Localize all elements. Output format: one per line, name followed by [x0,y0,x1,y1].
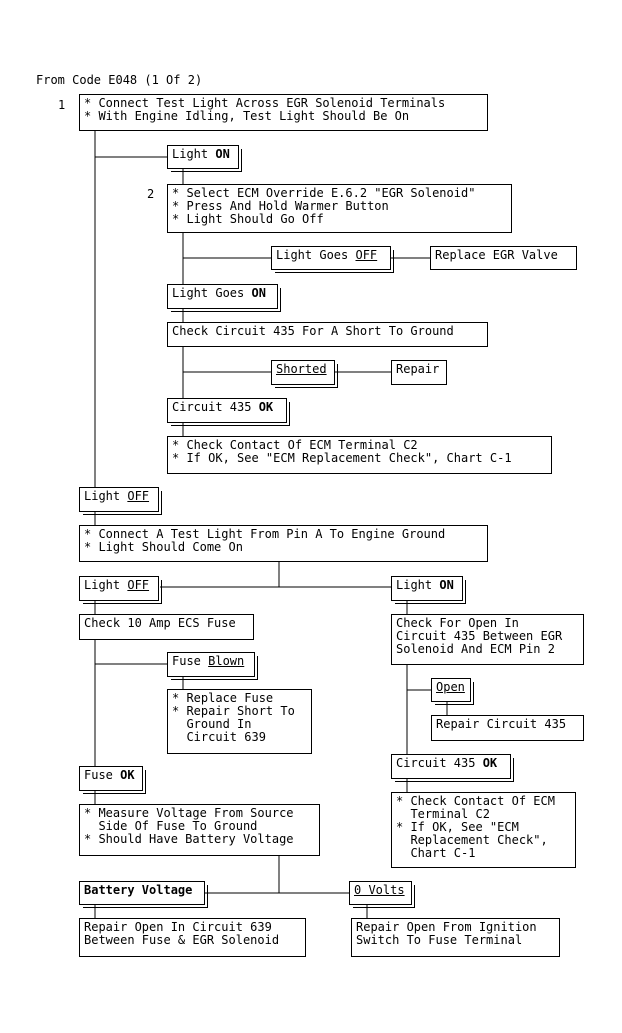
light-on-b-bold: ON [439,578,454,592]
replace-fuse-line-2: * Repair Short To [172,704,295,718]
light-off-b-underlined: OFF [127,578,150,592]
battery-voltage-label: Battery Voltage [84,883,193,897]
repair-circuit-435-box: Repair Circuit 435 [431,715,584,741]
step-number-2: 2 [147,187,155,201]
light-on-a-label: Light [172,147,216,161]
fuse-ok-box: Fuse OK [79,766,146,794]
replace-fuse-line-3: Ground In [172,717,252,731]
goes-off-underlined: OFF [355,248,378,262]
ecm-a-line-1: * Check Contact Of ECM Terminal C2 [172,438,418,452]
light-off-box-b: Light OFF [79,576,162,604]
repair-639-line-1: Repair Open In Circuit 639 [84,920,272,934]
replace-fuse-line-1: * Replace Fuse [172,691,274,705]
fuse-blown-underlined: Blown [208,654,245,668]
step3-line-1: * Connect A Test Light From Pin A To Eng… [84,527,446,541]
light-on-box-a: Light ON [167,145,242,172]
ecm-a-line-2: * If OK, See "ECM Replacement Check", Ch… [172,451,512,465]
check-open-line-3: Solenoid And ECM Pin 2 [396,642,555,656]
step2-box: * Select ECM Override E.6.2 "EGR Solenoi… [167,184,512,233]
goes-off-label: Light Goes [276,248,356,262]
step1-line-2: * With Engine Idling, Test Light Should … [84,109,410,123]
check-open-line-2: Circuit 435 Between EGR [396,629,563,643]
light-goes-on-box: Light Goes ON [167,284,281,312]
circuit-435-ok-box-b: Circuit 435 OK [391,754,514,782]
fuse-ok-bold: OK [120,768,135,782]
c435ok-a-label: Circuit 435 [172,400,259,414]
step3-line-2: * Light Should Come On [84,540,243,554]
battery-voltage-box: Battery Voltage [79,881,208,908]
open-label: Open [436,680,465,694]
c435ok-b-label: Circuit 435 [396,756,483,770]
light-off-box-a: Light OFF [79,487,162,515]
step1-line-1: * Connect Test Light Across EGR Solenoid… [84,96,446,110]
fuse-blown-box: Fuse Blown [167,652,258,680]
repair-ign-line-2: Switch To Fuse Terminal [356,933,523,947]
step2-line-2: * Press And Hold Warmer Button [172,199,389,213]
measure-line-1: * Measure Voltage From Source [84,806,294,820]
light-on-b-label: Light [396,578,440,592]
goes-on-bold: ON [251,286,266,300]
check-fuse-box: Check 10 Amp ECS Fuse [79,614,254,640]
light-on-a-bold: ON [215,147,230,161]
repair-639-line-2: Between Fuse & EGR Solenoid [84,933,280,947]
light-off-b-label: Light [84,578,128,592]
step3-box: * Connect A Test Light From Pin A To Eng… [79,525,488,562]
check-open-line-1: Check For Open In [396,616,519,630]
replace-fuse-box: * Replace Fuse* Repair Short To Ground I… [167,689,312,754]
replace-fuse-line-4: Circuit 639 [172,730,266,744]
step2-line-3: * Light Should Go Off [172,212,324,226]
fuse-blown-label: Fuse [172,654,209,668]
goes-on-label: Light Goes [172,286,252,300]
light-goes-off-box: Light Goes OFF [271,246,394,273]
replace-egr-box: Replace EGR Valve [430,246,577,270]
zero-volts-box: 0 Volts [349,881,415,908]
c435ok-a-bold: OK [258,400,274,414]
measure-line-3: * Should Have Battery Voltage [84,832,294,846]
repair-box: Repair [391,360,447,385]
ecm-b-line-4: Replacement Check", [396,833,548,847]
ecm-check-box-b: * Check Contact Of ECM Terminal C2* If O… [391,792,576,868]
measure-voltage-box: * Measure Voltage From Source Side Of Fu… [79,804,320,856]
circuit-435-ok-box-a: Circuit 435 OK [167,398,290,426]
light-off-a-underlined: OFF [127,489,150,503]
open-box: Open [431,678,474,705]
check-circuit-435-box: Check Circuit 435 For A Short To Ground [167,322,488,347]
ecm-b-line-2: Terminal C2 [396,807,490,821]
step1-box: * Connect Test Light Across EGR Solenoid… [79,94,488,131]
ecm-b-line-1: * Check Contact Of ECM [396,794,555,808]
light-on-box-b: Light ON [391,576,466,604]
step2-line-1: * Select ECM Override E.6.2 "EGR Solenoi… [172,186,476,200]
zero-volts-label: 0 Volts [354,883,405,897]
measure-line-2: Side Of Fuse To Ground [84,819,258,833]
fuse-ok-label: Fuse [84,768,121,782]
page-title: From Code E048 (1 Of 2) [36,73,203,87]
light-off-a-label: Light [84,489,128,503]
repair-ign-line-1: Repair Open From Ignition [356,920,537,934]
ecm-b-line-3: * If OK, See "ECM [396,820,519,834]
c435ok-b-bold: OK [482,756,498,770]
ecm-check-box-a: * Check Contact Of ECM Terminal C2* If O… [167,436,552,474]
shorted-box: Shorted [271,360,338,388]
step-number-1: 1 [58,98,66,112]
ecm-b-line-5: Chart C-1 [396,846,476,860]
shorted-label: Shorted [276,362,327,376]
